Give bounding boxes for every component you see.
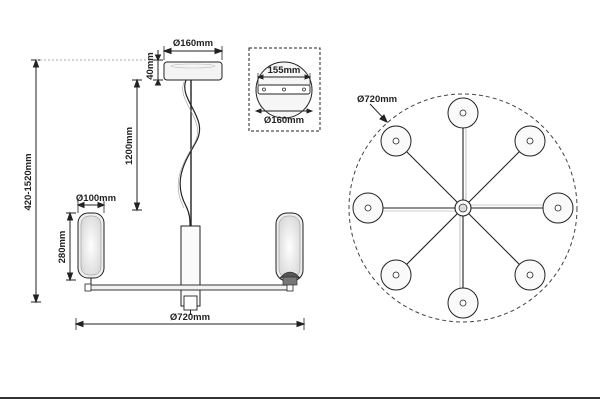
power-cord bbox=[179, 79, 201, 227]
canopy-height-label: 40mm bbox=[145, 52, 156, 79]
horizontal-arm bbox=[84, 283, 294, 292]
top-view: Ø720mm bbox=[348, 93, 578, 323]
mounting-bracket-detail: 155mm Ø160mm bbox=[248, 47, 321, 132]
side-view: 420-1520mm 40mm 1200mm Ø160mm bbox=[23, 38, 306, 330]
bracket-diameter-label: Ø160mm bbox=[264, 115, 304, 126]
shade-diameter-label: Ø100mm bbox=[76, 193, 116, 204]
total-height-dimension bbox=[31, 58, 160, 304]
shade-height-dimension bbox=[66, 211, 76, 282]
arm-spokes bbox=[368, 113, 558, 303]
cable-length-label: 1200mm bbox=[124, 127, 135, 165]
cable-length-dimension bbox=[132, 78, 142, 212]
canopy-height-dimension bbox=[153, 50, 163, 86]
left-glass-shade bbox=[77, 212, 105, 284]
top-view-diameter-label: Ø720mm bbox=[357, 94, 397, 105]
bracket-width-label: 155mm bbox=[268, 65, 301, 76]
central-stem bbox=[180, 225, 201, 307]
right-glass-shade bbox=[275, 212, 304, 286]
canopy-diameter-dimension bbox=[162, 46, 224, 60]
span-width-label: Ø720mm bbox=[170, 312, 210, 323]
ceiling-canopy bbox=[163, 61, 223, 81]
shade-height-label: 280mm bbox=[57, 231, 68, 264]
span-circle bbox=[348, 93, 578, 323]
total-height-label: 420-1520mm bbox=[23, 153, 34, 210]
canopy-diameter-label: Ø160mm bbox=[173, 38, 213, 49]
span-width-dimension bbox=[74, 318, 306, 330]
shade-diameter-dimension bbox=[76, 201, 106, 213]
